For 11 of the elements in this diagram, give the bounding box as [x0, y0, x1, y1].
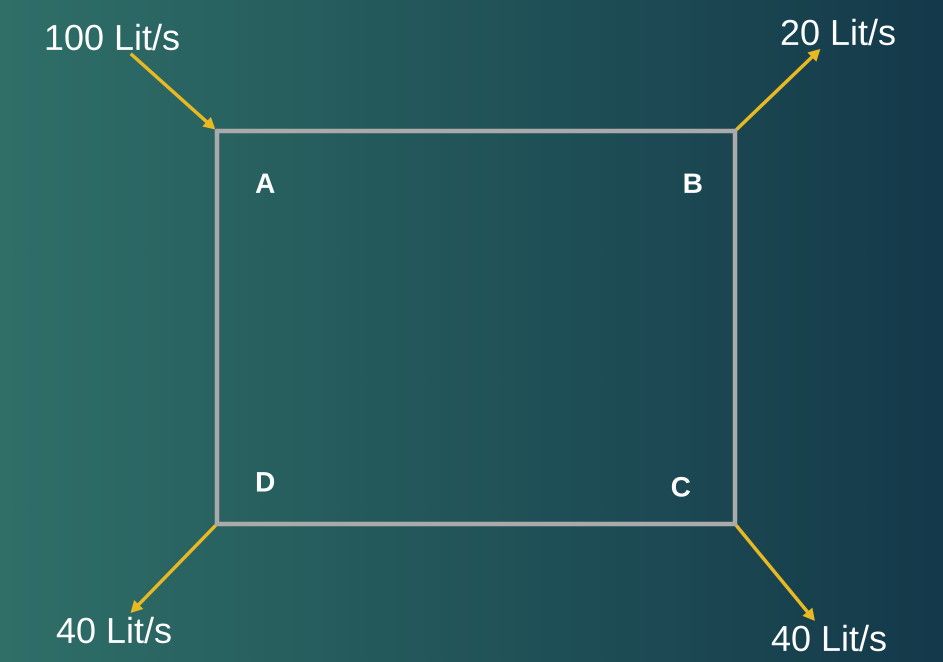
- flow-rate-label: 20 Lit/s: [782, 18, 895, 46]
- pipe-line: [214, 128, 220, 526]
- junction-label: A: [256, 174, 275, 193]
- pipe-line: [214, 522, 738, 526]
- pipe-line: [732, 128, 738, 526]
- junction-label: C: [672, 476, 690, 497]
- flow-rate-label: 100 Lit/s: [46, 24, 179, 50]
- flow-rate-label: 40 Lit/s: [56, 616, 171, 644]
- junction-label: B: [684, 174, 702, 193]
- flow-rate-label: 40 Lit/s: [772, 624, 886, 652]
- junction-label: D: [256, 472, 274, 492]
